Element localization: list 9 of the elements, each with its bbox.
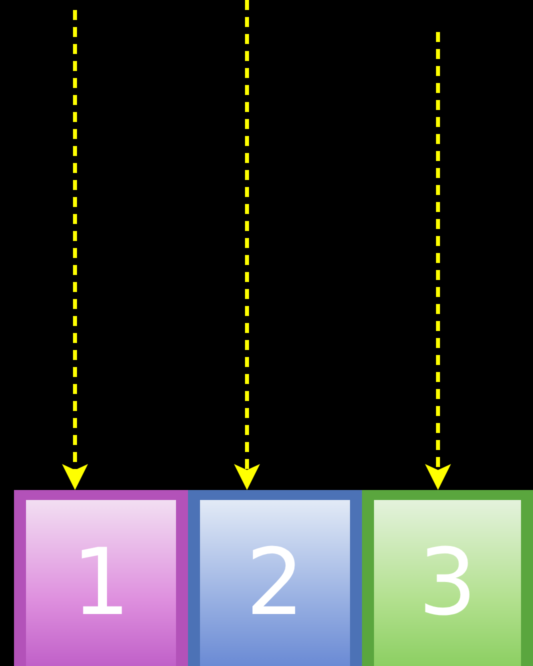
number-tile — [14, 490, 188, 666]
tile-number: 3 — [418, 537, 477, 629]
tile-number: 1 — [72, 537, 130, 629]
arrow — [425, 32, 451, 490]
arrow — [62, 10, 88, 490]
arrow — [234, 0, 260, 490]
number-tile — [188, 490, 362, 666]
number-tile — [362, 490, 533, 666]
tile-number: 2 — [246, 537, 304, 629]
